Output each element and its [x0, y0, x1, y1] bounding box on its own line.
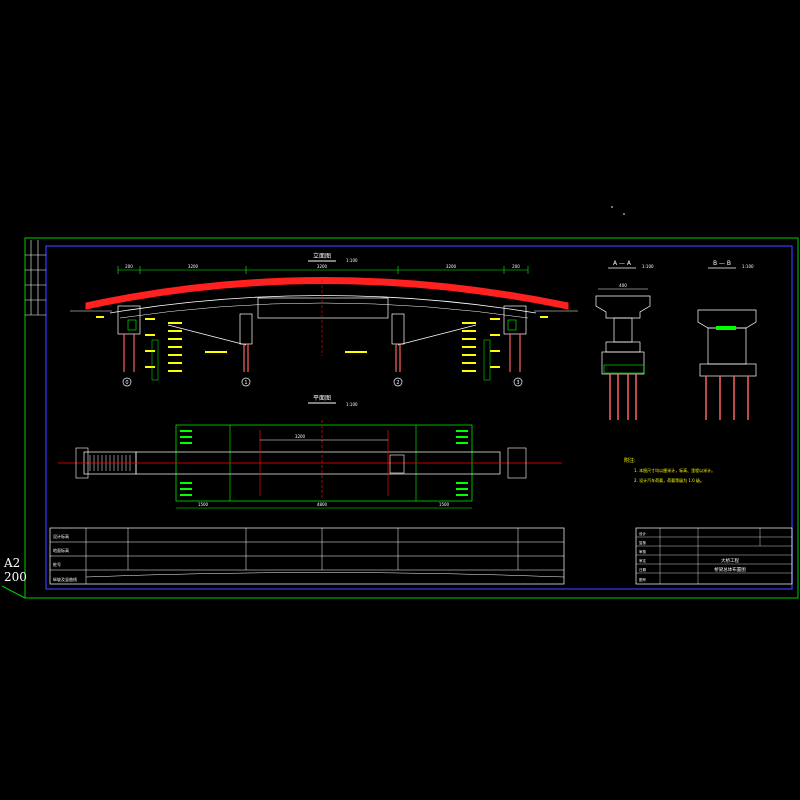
sheet-size-value: 200 — [4, 570, 27, 584]
plan-dim-left: 1500 — [198, 502, 209, 507]
midspan-segment — [257, 297, 389, 319]
span-dim-4: 3200 — [446, 264, 457, 269]
stray-dot — [623, 213, 625, 215]
title-field-1: 设计 — [639, 531, 647, 536]
span-dim-2: 3200 — [188, 264, 199, 269]
title-field-5: 日期 — [639, 567, 647, 572]
plan-view: 平面图 1:100 3200 1500 — [58, 395, 562, 509]
profile-table: 设计标高 地面标高 桩号 纵坡及竖曲线 — [49, 527, 565, 585]
binding-strip — [25, 240, 46, 316]
stray-dot — [611, 206, 613, 208]
plan-dim-right: 1500 — [439, 502, 450, 507]
profile-row-1: 设计标高 — [53, 533, 69, 539]
plan-title: 平面图 — [313, 395, 331, 402]
pier-number-0: 0 — [125, 380, 128, 386]
section-a-scale: 1:100 — [642, 264, 654, 269]
sheet-corner-line — [1, 585, 26, 599]
plan-scale: 1:100 — [346, 402, 358, 407]
note-2: 2. 设计汽车荷载，荷载等级为 1.0 级。 — [634, 477, 704, 483]
elevation-view: 立面图 1:100 200 3200 3200 3200 200 — [70, 252, 578, 387]
title-field-4: 审定 — [639, 558, 647, 563]
elevation-ticks-left — [145, 318, 227, 372]
span-dim-3: 3200 — [317, 264, 328, 269]
section-b-title: B — B — [713, 260, 731, 267]
project-name: 大桥工程 — [721, 557, 739, 564]
section-a-title: A — A — [613, 260, 632, 267]
title-field-6: 图号 — [639, 577, 647, 582]
plan-center-dim: 3200 — [295, 434, 306, 439]
span-dim-1: 200 — [125, 264, 133, 269]
sheet-size-code: A2 — [4, 556, 21, 570]
elevation-ticks-right — [96, 316, 548, 372]
title-field-2: 复核 — [639, 540, 647, 545]
section-a-view: A — A 1:100 400 — [595, 260, 654, 420]
girder-soffit — [109, 295, 537, 314]
notes-title: 附注: — [624, 457, 636, 464]
outer-border — [24, 237, 799, 599]
sheet-size-label: A2 200 — [4, 556, 27, 584]
pier-number-3: 3 — [516, 380, 519, 386]
pier-number-2: 2 — [396, 380, 399, 386]
notes: 附注: 1. 本图尺寸均以厘米计，标高、里程以米计。 2. 设计汽车荷载，荷载等… — [624, 457, 715, 483]
inner-frame — [45, 245, 793, 590]
section-b-scale: 1:100 — [742, 264, 754, 269]
profile-row-4: 纵坡及竖曲线 — [53, 576, 77, 582]
profile-row-2: 地面标高 — [53, 547, 69, 553]
title-field-3: 审核 — [639, 549, 647, 554]
span-dim-5: 200 — [512, 264, 520, 269]
drawing-name: 桥梁总体布置图 — [714, 566, 746, 573]
section-b-view: B — B 1:100 — [697, 260, 757, 420]
pier-number-1: 1 — [244, 380, 247, 386]
elevation-title: 立面图 — [313, 252, 331, 260]
profile-row-3: 桩号 — [53, 561, 61, 567]
elevation-scale: 1:100 — [346, 258, 358, 263]
title-block: 设计 复核 审核 审定 日期 图号 大桥工程 桥梁总体布置图 — [635, 527, 793, 585]
note-1: 1. 本图尺寸均以厘米计，标高、里程以米计。 — [634, 467, 715, 473]
deck-surface — [85, 277, 569, 310]
plan-dim-center: 4800 — [317, 502, 328, 507]
section-a-top-dim: 400 — [619, 283, 627, 288]
